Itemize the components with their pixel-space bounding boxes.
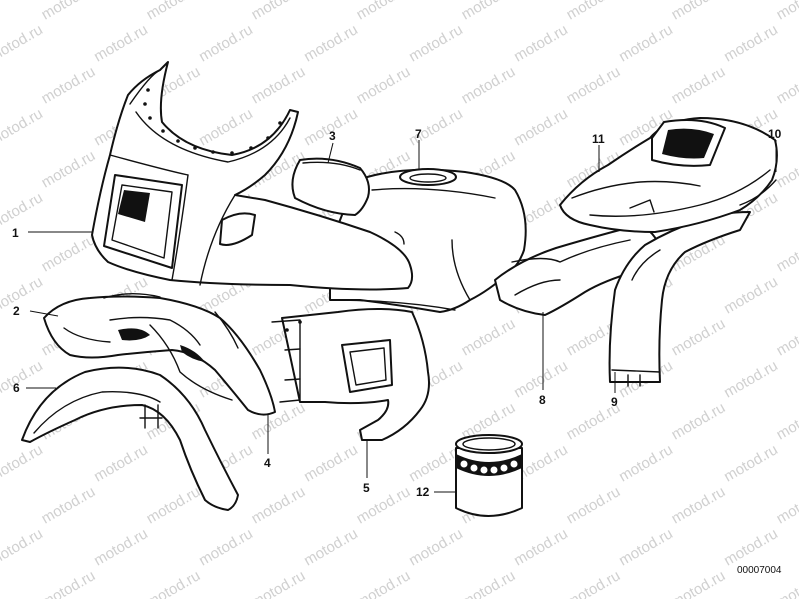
document-number: 00007004 — [737, 565, 782, 576]
watermark-text: motod.ru — [354, 63, 414, 107]
watermark-text: motod.ru — [0, 273, 46, 317]
watermark-text: motod.ru — [196, 21, 256, 65]
watermark-text: motod.ru — [511, 525, 571, 569]
watermark-text: motod.ru — [249, 0, 309, 23]
callout-4: 4 — [264, 456, 271, 470]
watermark-text: motod.ru — [249, 63, 309, 107]
watermark-text: motod.ru — [301, 441, 361, 485]
watermark-text: motod.ru — [39, 147, 99, 191]
watermark-text: motod.ru — [196, 105, 256, 149]
watermark-text: motod.ru — [39, 63, 99, 107]
watermark-text: motod.ru — [0, 441, 46, 485]
watermark-text: motod.ru — [406, 525, 466, 569]
watermark-text: motod.ru — [144, 483, 204, 527]
callout-11: 11 — [592, 132, 605, 146]
watermark-text: motod.ru — [774, 0, 799, 23]
watermark-text: motod.ru — [354, 0, 414, 23]
watermark-text: motod.ru — [774, 399, 799, 443]
watermark-text: motod.ru — [354, 567, 414, 599]
watermark-text: motod.ru — [669, 315, 729, 359]
watermark-text: motod.ru — [39, 483, 99, 527]
watermark-text: motod.ru — [406, 21, 466, 65]
watermark-text: motod.ru — [721, 273, 781, 317]
watermark-text: motod.ru — [0, 189, 46, 233]
watermark-text: motod.ru — [564, 567, 624, 599]
rear-mudguard-part — [608, 211, 751, 387]
watermark-text: motod.ru — [0, 357, 46, 401]
watermark-text: motod.ru — [774, 315, 799, 359]
watermark-text: motod.ru — [0, 525, 46, 569]
windscreen-part — [291, 157, 370, 216]
callout-5: 5 — [363, 481, 370, 495]
leader-lines — [26, 140, 777, 493]
watermark-text: motod.ru — [511, 21, 571, 65]
watermark-text: motod.ru — [0, 105, 46, 149]
watermark-text: motod.ru — [669, 399, 729, 443]
front-mudguard-part — [21, 366, 239, 511]
callout-10: 10 — [768, 127, 782, 141]
watermark-text: motod.ru — [301, 525, 361, 569]
watermark-text: motod.ru — [249, 483, 309, 527]
watermark-text: motod.ru — [249, 567, 309, 599]
watermark-text: motod.ru — [91, 525, 151, 569]
watermark-text: motod.ru — [564, 483, 624, 527]
watermark-text: motod.ru — [669, 0, 729, 23]
watermark-text: motod.ru — [39, 231, 99, 275]
watermark-text: motod.ru — [774, 231, 799, 275]
watermark-text: motod.ru — [564, 63, 624, 107]
watermark-text: motod.ru — [144, 567, 204, 599]
watermark-text: motod.ru — [721, 441, 781, 485]
watermark-text: motod.ru — [459, 315, 519, 359]
watermark-text: motod.ru — [39, 567, 99, 599]
watermark-text: motod.ru — [0, 21, 46, 65]
inner-fairing-bracket-part — [43, 293, 276, 416]
watermark-text: motod.ru — [459, 63, 519, 107]
upper-fairing-part — [91, 61, 414, 291]
watermark-text: motod.ru — [669, 567, 729, 599]
watermark-text: motod.ru — [196, 525, 256, 569]
callout-2: 2 — [13, 304, 20, 318]
watermark-text: motod.ru — [301, 21, 361, 65]
watermark-text: motod.ru — [669, 483, 729, 527]
watermark-text: motod.ru — [774, 483, 799, 527]
callout-8: 8 — [539, 393, 546, 407]
watermark-text: motod.ru — [616, 525, 676, 569]
watermark-text: motod.ru — [39, 0, 99, 23]
side-cover-part — [271, 308, 430, 441]
watermark-text: motod.ru — [616, 441, 676, 485]
watermark-text: motod.ru — [459, 0, 519, 23]
watermark-text: motod.ru — [91, 441, 151, 485]
paint-tin-part — [455, 434, 523, 517]
watermark-text: motod.ru — [91, 21, 151, 65]
callout-12: 12 — [416, 485, 430, 499]
watermark-text: motod.ru — [774, 63, 799, 107]
callout-6: 6 — [13, 381, 20, 395]
callout-3: 3 — [329, 129, 336, 143]
callout-9: 9 — [611, 395, 618, 409]
watermark-text: motod.ru — [721, 357, 781, 401]
watermark-text: motod.ru — [616, 21, 676, 65]
watermark-text: motod.ru — [459, 567, 519, 599]
callout-7: 7 — [415, 127, 422, 141]
watermark-text: motod.ru — [721, 21, 781, 65]
callout-labels: 1 2 3 4 5 6 7 8 9 10 11 12 — [12, 127, 782, 499]
watermark-text: motod.ru — [669, 63, 729, 107]
watermark-text: motod.ru — [564, 0, 624, 23]
callout-1: 1 — [12, 226, 19, 240]
watermark-text: motod.ru — [721, 525, 781, 569]
watermark-text: motod.ru — [511, 105, 571, 149]
watermark-text: motod.ru — [144, 0, 204, 23]
